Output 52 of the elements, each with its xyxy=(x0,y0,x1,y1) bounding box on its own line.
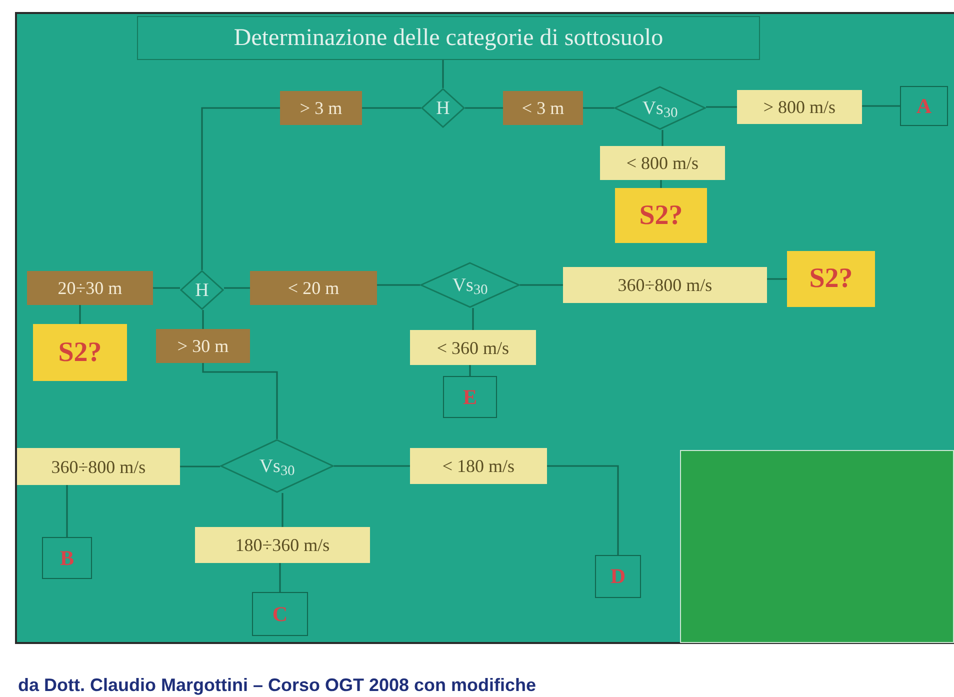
connector-line xyxy=(520,284,563,286)
connector-line xyxy=(583,107,614,109)
decision-diamond: Vs$_{30}$ xyxy=(420,262,520,308)
category-box: S2? xyxy=(787,251,875,307)
condition-box: > 30 m xyxy=(156,329,250,363)
decision-diamond: Vs$_{30}$ xyxy=(220,439,334,493)
category-box: C xyxy=(252,592,308,636)
connector-line xyxy=(660,180,662,188)
category-box: E xyxy=(443,376,497,418)
connector-line xyxy=(66,485,68,537)
category-box: S2? xyxy=(33,324,127,381)
condition-box: < 3 m xyxy=(503,91,583,125)
condition-box: < 20 m xyxy=(250,271,377,305)
connector-line xyxy=(79,305,81,324)
condition-box: 360÷800 m/s xyxy=(563,267,767,303)
category-box: D xyxy=(595,555,641,598)
condition-box: < 800 m/s xyxy=(600,146,725,180)
connector-line xyxy=(362,107,421,109)
category-box: S2? xyxy=(615,188,707,243)
connector-line xyxy=(767,278,787,280)
connector-line xyxy=(465,107,503,109)
condition-box: < 180 m/s xyxy=(410,448,547,484)
condition-box: > 3 m xyxy=(280,91,362,125)
connector-line xyxy=(472,308,474,330)
connector-line xyxy=(279,563,281,592)
connector-line xyxy=(180,466,220,468)
category-box: B xyxy=(42,537,92,579)
connector-line xyxy=(334,465,410,467)
title-box: Determinazione delle categorie di sottosuolo xyxy=(137,16,760,60)
connector-line xyxy=(377,284,420,286)
decision-diamond: H xyxy=(180,270,224,310)
caption: da Dott. Claudio Margottini – Corso OGT 2008 con modifiche xyxy=(18,674,536,697)
connector-line xyxy=(862,105,900,107)
connector-line xyxy=(202,310,204,329)
category-box: A xyxy=(900,86,948,126)
connector-line xyxy=(153,287,180,289)
connector-line xyxy=(662,130,664,146)
condition-box: 360÷800 m/s xyxy=(17,448,180,485)
condition-box: 20÷30 m xyxy=(27,271,153,305)
connector-line xyxy=(706,106,737,108)
condition-box: < 360 m/s xyxy=(410,330,536,365)
connector-line xyxy=(282,493,284,527)
condition-box: 180÷360 m/s xyxy=(195,527,370,563)
condition-box: > 800 m/s xyxy=(737,90,862,124)
connector-line xyxy=(224,287,250,289)
decision-diamond: H xyxy=(421,88,465,128)
connector-line xyxy=(442,60,444,88)
connector-line xyxy=(469,365,471,376)
connector-line xyxy=(202,363,278,439)
decision-diamond: Vs$_{30}$ xyxy=(614,86,706,130)
connector-line xyxy=(201,107,280,270)
connector-line xyxy=(547,465,619,555)
